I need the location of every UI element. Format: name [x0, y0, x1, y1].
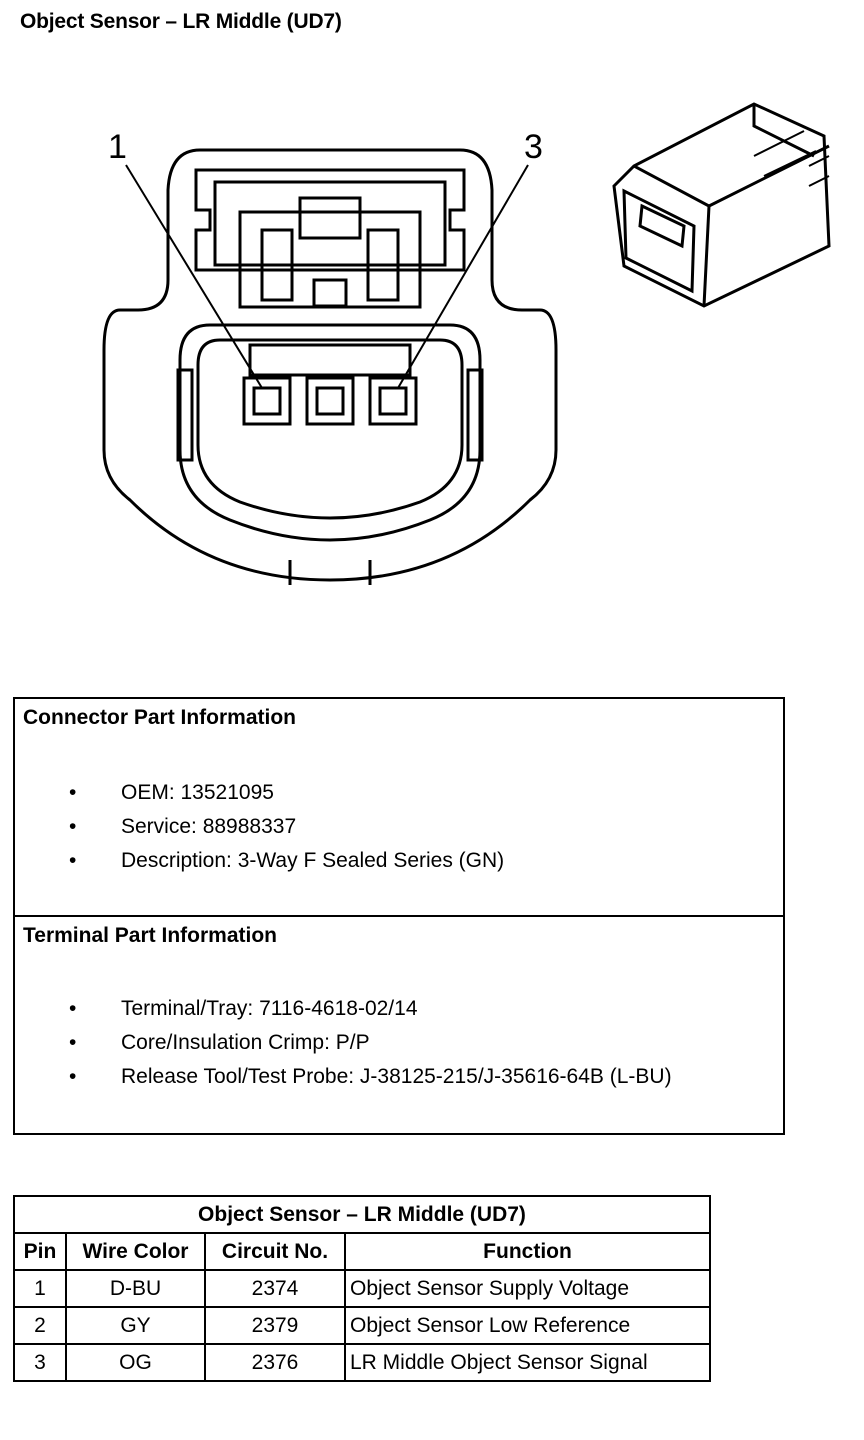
table-row: 3 OG 2376 LR Middle Object Sensor Signal: [13, 1343, 711, 1382]
connector-part-information-list: •OEM: 13521095 •Service: 88988337 •Descr…: [69, 779, 504, 881]
pinout-table: Object Sensor – LR Middle (UD7) Pin Wire…: [13, 1195, 711, 1382]
table-row: 2 GY 2379 Object Sensor Low Reference: [13, 1306, 711, 1345]
column-header-wire-color: Wire Color: [65, 1232, 206, 1271]
table-title: Object Sensor – LR Middle (UD7): [13, 1195, 711, 1234]
part-information-box: Connector Part Information •OEM: 1352109…: [13, 697, 785, 1135]
wire-color-cell: OG: [65, 1343, 206, 1382]
wire-color-cell: D-BU: [65, 1269, 206, 1308]
pin-cell: 3: [13, 1343, 67, 1382]
table-title-row: Object Sensor – LR Middle (UD7): [13, 1195, 711, 1234]
bullet-icon: •: [69, 997, 77, 1020]
pin-cell: 1: [13, 1269, 67, 1308]
bullet-icon: •: [69, 781, 77, 804]
bullet-icon: •: [69, 1031, 77, 1054]
connector-part-information: Connector Part Information •OEM: 1352109…: [15, 699, 783, 917]
connector-face-drawing: [90, 120, 570, 590]
wire-color-cell: GY: [65, 1306, 206, 1345]
table-header-row: Pin Wire Color Circuit No. Function: [13, 1232, 711, 1271]
bullet-icon: •: [69, 815, 77, 838]
function-cell: Object Sensor Low Reference: [344, 1306, 711, 1345]
circuit-cell: 2376: [204, 1343, 346, 1382]
bullet-icon: •: [69, 1065, 77, 1088]
terminal-part-information: Terminal Part Information •Terminal/Tray…: [15, 917, 783, 1133]
list-item: •Service: 88988337: [69, 813, 504, 847]
terminal-part-information-list: •Terminal/Tray: 7116-4618-02/14 •Core/In…: [69, 995, 672, 1097]
pin-cell: 2: [13, 1306, 67, 1345]
column-header-function: Function: [344, 1232, 711, 1271]
list-item: •OEM: 13521095: [69, 779, 504, 813]
pin-3-callout: 3: [524, 128, 543, 166]
list-item: •Core/Insulation Crimp: P/P: [69, 1029, 672, 1063]
column-header-pin: Pin: [13, 1232, 67, 1271]
pin-1-callout: 1: [108, 128, 127, 166]
connector-isometric-drawing: [604, 96, 836, 308]
terminal-part-information-heading: Terminal Part Information: [23, 924, 277, 947]
function-cell: LR Middle Object Sensor Signal: [344, 1343, 711, 1382]
circuit-cell: 2374: [204, 1269, 346, 1308]
page-title: Object Sensor – LR Middle (UD7): [20, 10, 342, 33]
function-cell: Object Sensor Supply Voltage: [344, 1269, 711, 1308]
bullet-icon: •: [69, 849, 77, 872]
table-row: 1 D-BU 2374 Object Sensor Supply Voltage: [13, 1269, 711, 1308]
list-item: •Terminal/Tray: 7116-4618-02/14: [69, 995, 672, 1029]
list-item: •Release Tool/Test Probe: J-38125-215/J-…: [69, 1063, 672, 1097]
circuit-cell: 2379: [204, 1306, 346, 1345]
column-header-circuit: Circuit No.: [204, 1232, 346, 1271]
list-item: •Description: 3-Way F Sealed Series (GN): [69, 847, 504, 881]
connector-part-information-heading: Connector Part Information: [23, 706, 297, 729]
